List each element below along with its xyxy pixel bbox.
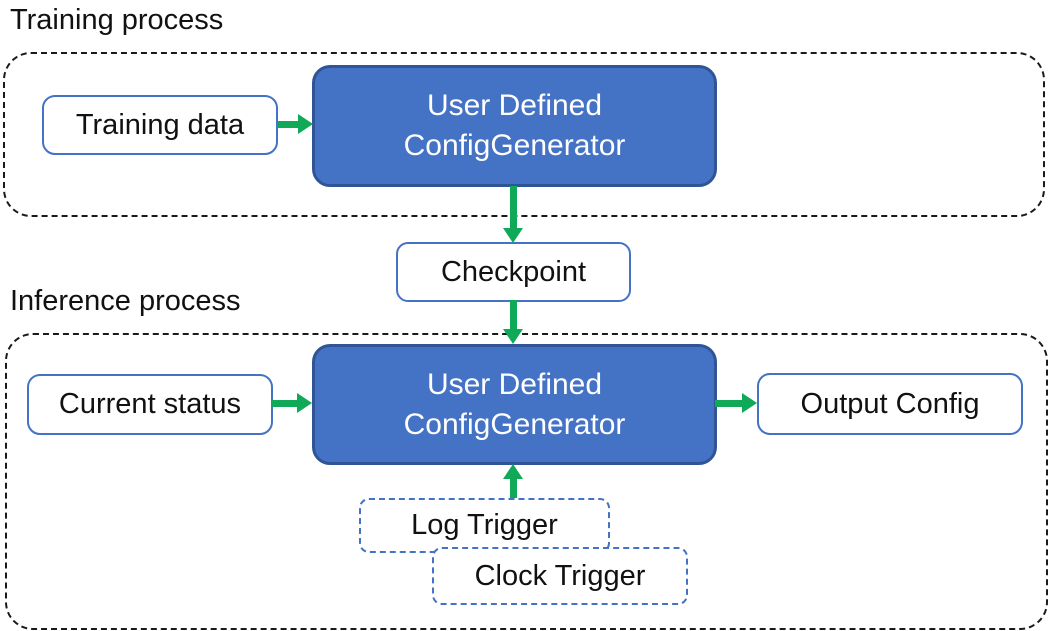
arrow-right-head-icon [298,114,313,134]
training-data-label: Training data [75,108,245,141]
arrow-shaft [715,400,743,407]
arrow-shaft [510,300,517,330]
training-process-container [3,52,1045,217]
inference-process-label: Inference process [10,285,241,317]
arrow-right-head-icon [742,393,757,413]
training-process-label: Training process [10,4,224,36]
output-config-label: Output Config [800,387,980,420]
current-status-box: Current status [27,374,273,435]
inference-config-generator-box: User Defined ConfigGenerator [312,344,717,465]
training-data-box: Training data [42,95,278,155]
arrow-right-head-icon [297,393,312,413]
training-config-generator-line1: User Defined [426,89,603,122]
training-config-generator-box: User Defined ConfigGenerator [312,65,717,187]
arrow-shaft [510,478,517,498]
current-status-label: Current status [58,388,242,420]
output-config-box: Output Config [757,373,1023,435]
inference-config-generator-line1: User Defined [426,367,603,401]
arrow-shaft [271,400,298,407]
arrow-shaft [277,121,299,128]
arrow-up-head-icon [503,464,523,479]
arrow-shaft [510,186,517,229]
clock-trigger-box: Clock Trigger [432,547,688,605]
inference-process-container [5,333,1048,630]
arrow-down-head-icon [503,228,523,243]
log-trigger-box: Log Trigger [359,498,610,553]
training-config-generator-line2: ConfigGenerator [403,129,626,162]
checkpoint-label: Checkpoint [440,255,587,288]
inference-config-generator-line2: ConfigGenerator [403,407,626,441]
arrow-down-head-icon [503,329,523,344]
log-trigger-label: Log Trigger [411,509,558,541]
checkpoint-box: Checkpoint [396,242,631,302]
clock-trigger-label: Clock Trigger [474,559,646,592]
